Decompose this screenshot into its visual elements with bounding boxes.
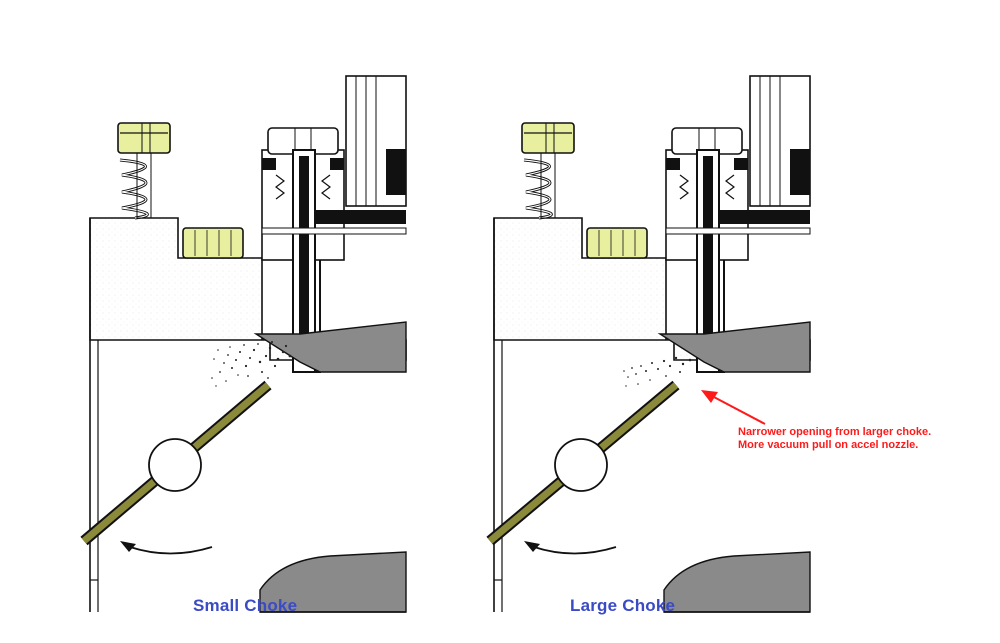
annotation-arrow [701, 390, 766, 425]
annotation-line-1: Narrower opening from larger choke. [738, 426, 932, 438]
caption-small-choke: Small Choke [193, 596, 298, 615]
annotation-line-2: More vacuum pull on accel nozzle. [738, 439, 919, 451]
large-choke-diagram [486, 74, 812, 614]
caption-large-choke: Large Choke [570, 596, 676, 615]
small-choke-diagram [80, 74, 408, 614]
fuel-spray-small [211, 341, 292, 387]
fuel-spray-large [623, 356, 692, 387]
choke-shaft-large [554, 438, 608, 492]
choke-shaft-small [148, 438, 202, 492]
